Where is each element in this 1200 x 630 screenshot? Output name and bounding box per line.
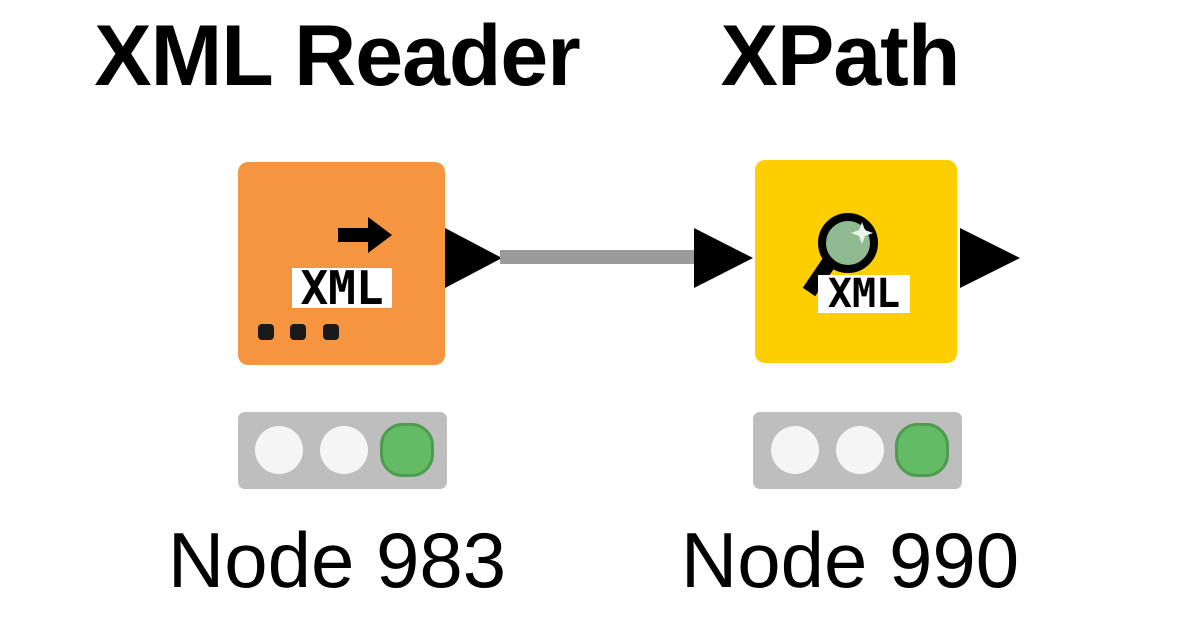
status-traffic-light-xml-reader [238,412,447,489]
connection-line[interactable] [500,250,696,264]
xml-badge-text: XML [300,261,384,315]
status-traffic-light-xpath [753,412,962,489]
status-light-off-icon [836,426,884,474]
xml-badge-text: XML [827,271,901,317]
ellipsis-dot-icon [323,324,339,340]
xml-format-badge: XML [818,271,910,317]
status-light-off-icon [320,426,368,474]
lens-highlight [851,222,873,244]
xml-format-badge: XML [292,261,392,315]
node-title-xpath[interactable]: XPath [720,8,961,104]
node-xml-reader[interactable]: XML [238,162,445,365]
reader-arrow-icon [338,217,392,253]
node-title-xml-reader[interactable]: XML Reader [94,8,580,104]
node-annotation-xpath[interactable]: Node 990 [680,516,1020,604]
node-annotation-xml-reader[interactable]: Node 983 [167,516,507,604]
status-light-off-icon [771,426,819,474]
status-light-green-icon [380,423,434,477]
output-port-xpath[interactable] [960,228,1020,288]
status-light-off-icon [255,426,303,474]
ellipsis-dot-icon [290,324,306,340]
input-port-xpath[interactable] [694,228,753,288]
node-xpath[interactable]: XML [755,160,957,363]
output-port-xml-reader[interactable] [445,228,502,288]
status-light-green-icon [895,423,949,477]
ellipsis-dot-icon [258,324,274,340]
